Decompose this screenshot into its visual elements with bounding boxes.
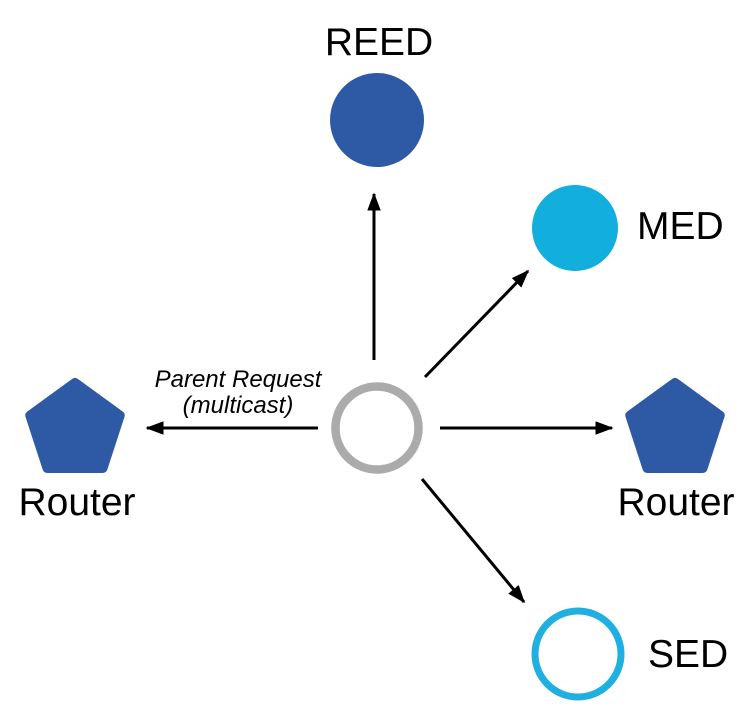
router-left-pentagon-icon <box>25 378 125 473</box>
center-node-icon <box>331 382 423 474</box>
arrow-center-to-sed <box>420 478 526 604</box>
sed-node-icon <box>531 607 625 701</box>
parent-request-annotation-line1: Parent Request <box>155 366 323 393</box>
sed-label: SED <box>648 633 728 676</box>
labels-group: REED MED Router Router SED Parent Reques… <box>18 21 734 676</box>
reed-label: REED <box>325 21 433 64</box>
reed-node-icon <box>330 73 424 167</box>
arrows-group <box>145 192 614 604</box>
med-label: MED <box>637 205 724 248</box>
router-right-label: Router <box>617 481 734 524</box>
router-right-pentagon-icon <box>625 378 725 473</box>
arrow-center-to-med <box>423 269 530 379</box>
nodes-group <box>25 73 725 701</box>
router-left-label: Router <box>18 481 135 524</box>
parent-request-annotation-line2: (multicast) <box>183 392 294 419</box>
med-node-icon <box>532 185 618 271</box>
